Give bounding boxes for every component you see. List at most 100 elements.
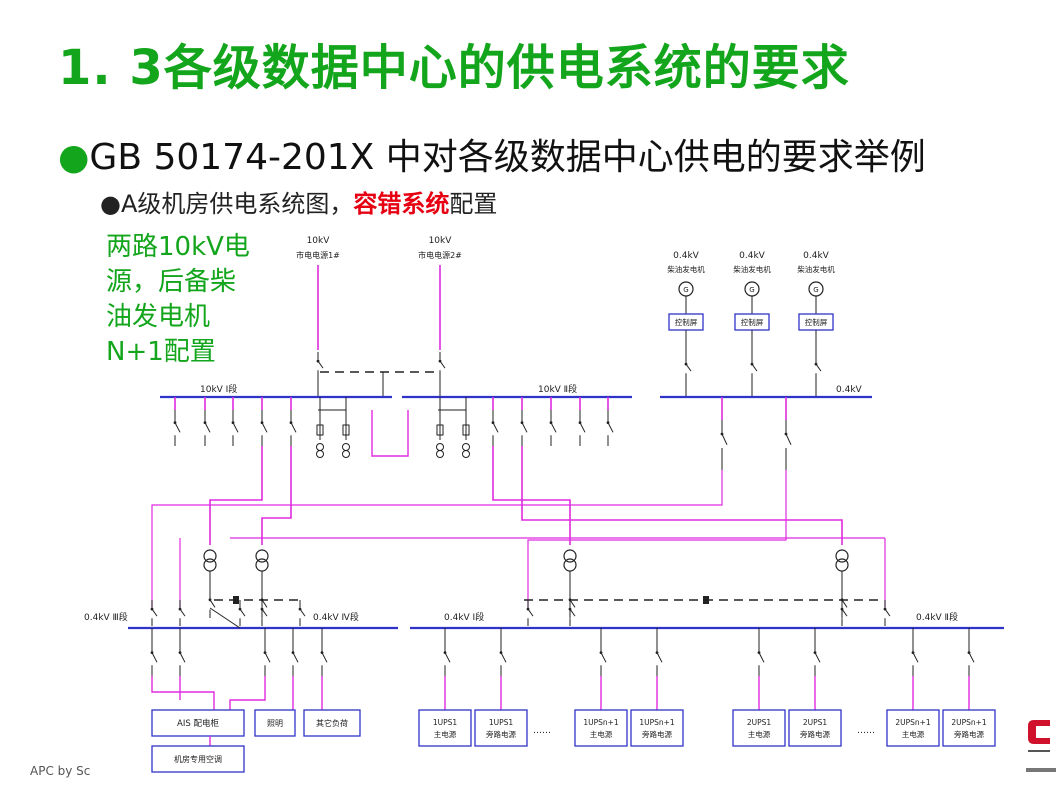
pt-icon — [342, 443, 350, 451]
fuse-icon — [462, 424, 470, 436]
ups-box — [942, 709, 996, 747]
lv-to-load — [151, 676, 215, 710]
breaker-contact-icon — [967, 651, 971, 654]
side-note-line: 两路10kV电 — [106, 232, 250, 262]
breaker-contact-icon — [289, 421, 293, 424]
bus-label: 10kV Ⅰ段 — [200, 383, 237, 395]
box-label: 1UPSn+1 — [639, 718, 675, 727]
breaker-contact-icon — [208, 598, 212, 602]
generator-name-label: 柴油发电机 — [733, 264, 771, 274]
page-title: 1. 3各级数据中心的供电系统的要求 — [58, 40, 850, 96]
generator-name-label: 柴油发电机 — [667, 264, 705, 274]
box-label: 1UPS1 — [433, 718, 458, 727]
hv-feeder-breaker — [232, 422, 239, 433]
ups-feeder-breaker — [444, 652, 451, 663]
load-box-lighting — [254, 709, 296, 737]
lv-feeder-breaker — [151, 652, 158, 663]
bus-label: 0.4kV Ⅰ段 — [444, 611, 484, 623]
sub-bullet-post: 配置 — [449, 190, 498, 218]
sub-bullet-highlight: 容错系统 — [353, 190, 450, 218]
pt-icon — [316, 450, 324, 458]
breaker-contact-icon — [173, 421, 177, 424]
ups-feeder-breaker — [656, 652, 663, 663]
fuse-icon — [342, 424, 350, 436]
lv-incomer-breaker — [261, 608, 268, 617]
transformer-icon — [203, 549, 217, 563]
pt-icon — [462, 443, 470, 451]
box-label: 旁路电源 — [800, 729, 830, 739]
breaker-contact-icon — [438, 359, 442, 363]
breaker-contact-icon — [298, 607, 302, 611]
lv-incomer-breaker — [299, 608, 306, 617]
box-label: 主电源 — [748, 729, 771, 739]
lv-to-load — [229, 676, 266, 710]
breaker-contact-icon — [443, 651, 447, 654]
box-label: 主电源 — [434, 729, 457, 739]
sub-bullet-dot: ● — [100, 190, 121, 218]
box-label: 2UPSn+1 — [895, 718, 931, 727]
bullet-text: GB 50174-201X 中对各级数据中心供电的要求举例 — [89, 137, 926, 178]
breaker-contact-icon — [720, 432, 724, 436]
lv-tie — [209, 607, 241, 629]
pt-icon — [436, 450, 444, 458]
ups-ellipsis: …… — [857, 726, 875, 736]
box-label: 控制屏 — [741, 317, 764, 327]
generator-breaker — [815, 363, 822, 372]
ups-box — [418, 709, 472, 747]
breaker-contact-icon — [526, 607, 530, 611]
gen-feeder-breaker — [785, 433, 792, 446]
breaker-contact-icon — [263, 651, 267, 654]
box-label: 2UPS1 — [803, 718, 828, 727]
pt-icon — [342, 450, 350, 458]
ups-feeder-breaker — [600, 652, 607, 663]
footer-text: APC by Sc — [30, 764, 91, 778]
box-label: 旁路电源 — [642, 729, 672, 739]
breaker-contact-icon — [491, 421, 495, 424]
breaker-contact-icon — [260, 607, 264, 611]
breaker-contact-icon — [750, 362, 754, 366]
box-label: 1UPS1 — [489, 718, 514, 727]
transformer-icon — [835, 549, 849, 563]
gen-to-lv — [151, 470, 723, 610]
ups-feeder-breaker — [912, 652, 919, 663]
breaker-contact-icon — [784, 432, 788, 436]
generator-symbol: G — [749, 286, 754, 294]
hv-feeder-breaker — [174, 422, 181, 433]
generator-breaker — [685, 363, 692, 372]
breaker-contact-icon — [840, 607, 844, 611]
breaker-contact-icon — [883, 607, 887, 611]
generator-symbol: G — [683, 286, 688, 294]
transformer-icon — [255, 558, 269, 572]
tie-loop — [371, 410, 409, 457]
ups-box — [788, 709, 842, 747]
breaker-contact-icon — [814, 362, 818, 366]
hv-feeder-breaker — [261, 422, 268, 433]
breaker-contact-icon — [520, 421, 524, 424]
box-label: AIS 配电柜 — [177, 718, 219, 729]
ups-feeder-breaker — [500, 652, 507, 663]
bus-label: 0.4kV Ⅲ段 — [84, 611, 128, 623]
breaker-contact-icon — [316, 359, 320, 363]
breaker-contact-icon — [238, 607, 242, 611]
side-note: 两路10kV电 源，后备柴 油发电机 N+1配置 — [106, 230, 276, 370]
breaker-contact-icon — [150, 651, 154, 654]
box-label: 照明 — [267, 719, 283, 728]
sub-bullet-pre: A级机房供电系统图， — [120, 190, 354, 218]
ups-box — [474, 709, 528, 747]
breaker-contact-icon — [320, 651, 324, 654]
gen-feeder-breaker — [721, 433, 728, 446]
hv-feeder-breaker — [607, 422, 614, 433]
bus-label: 0.4kV — [836, 385, 863, 395]
ups-feeder-breaker — [814, 652, 821, 663]
breaker-contact-icon — [655, 651, 659, 654]
source-name-label: 市电电源2# — [418, 250, 462, 260]
pt-icon — [436, 443, 444, 451]
fuse-icon — [436, 424, 444, 436]
pt-icon — [316, 443, 324, 451]
lv-incomer-breaker — [884, 608, 891, 617]
tx-breaker — [261, 599, 268, 608]
side-note-line: N+1配置 — [106, 337, 216, 367]
bus-label: 10kV Ⅱ段 — [538, 383, 577, 395]
breaker-contact-icon — [599, 651, 603, 654]
transformer-icon — [563, 558, 577, 572]
